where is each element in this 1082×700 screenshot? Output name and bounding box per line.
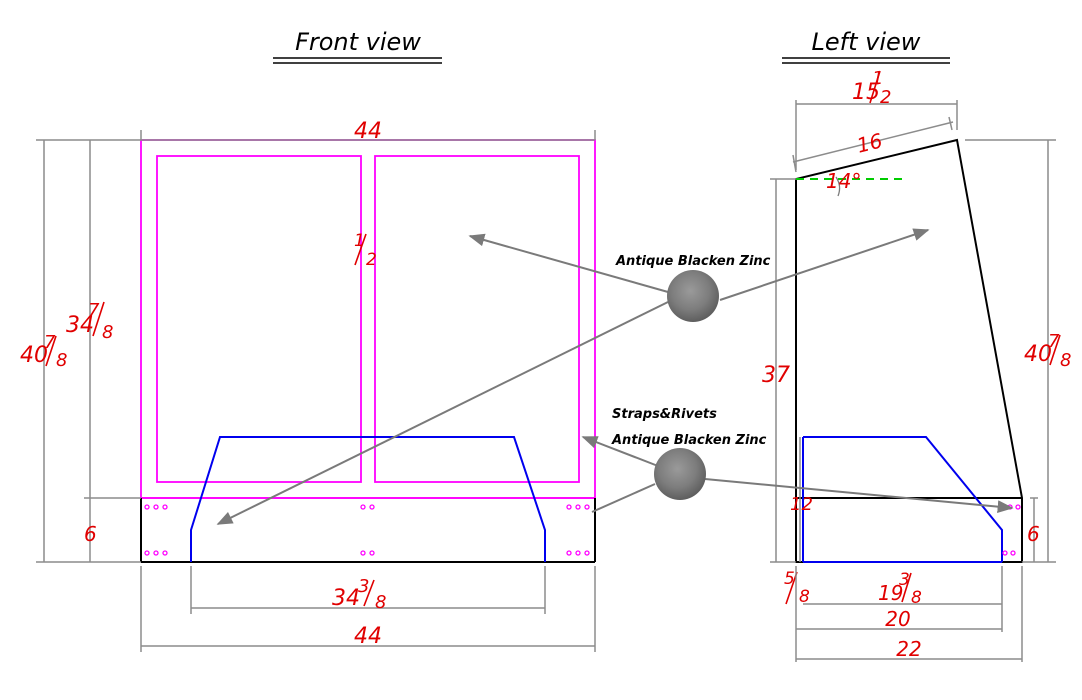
left-view-title: Left view <box>782 28 950 64</box>
svg-text:40: 40 <box>20 343 48 368</box>
left-base-height-label: 6 <box>1027 522 1040 546</box>
front-base-height-label: 6 <box>84 522 97 546</box>
svg-text:8: 8 <box>1060 350 1071 371</box>
svg-text:7: 7 <box>88 300 100 321</box>
front-view-title-text: Front view <box>295 28 421 56</box>
front-top-width-label: 44 <box>354 119 382 144</box>
svg-text:8: 8 <box>799 587 810 607</box>
front-strap-outline <box>190 436 546 562</box>
front-upper-height-label: 34 7 8 <box>66 300 113 343</box>
svg-text:5: 5 <box>784 569 795 589</box>
front-view: 44 34 3 8 44 40 7 8 34 7 <box>20 119 596 652</box>
antique-zinc-swatch-top <box>667 270 719 322</box>
svg-text:2: 2 <box>366 250 377 270</box>
finish-callouts: Antique Blacken Zinc Straps&Rivets Antiq… <box>216 228 1014 525</box>
left-depth-20-label: 20 <box>885 607 910 631</box>
svg-text:34: 34 <box>332 586 360 611</box>
front-bottom-width-label: 44 <box>354 624 382 649</box>
svg-text:8: 8 <box>102 322 113 343</box>
svg-text:34: 34 <box>66 313 94 338</box>
svg-text:7: 7 <box>1048 331 1060 352</box>
left-front-height-label: 37 <box>762 363 790 388</box>
front-left-door-frame <box>156 155 362 483</box>
left-view-title-text: Left view <box>812 28 921 56</box>
svg-text:7: 7 <box>44 332 56 353</box>
svg-text:8: 8 <box>911 588 922 608</box>
front-outer-frame <box>140 139 596 499</box>
svg-text:3: 3 <box>899 570 910 590</box>
left-depth-22-label: 22 <box>896 637 921 661</box>
left-back-height-label: 40 7 8 <box>1024 331 1071 371</box>
front-inner-width-label: 34 3 8 <box>332 576 386 613</box>
left-strap-outline <box>803 436 1003 562</box>
finish-note-top: Antique Blacken Zinc <box>615 254 771 269</box>
left-view: 15 1 2 16 14° 37 40 7 8 6 <box>762 68 1071 662</box>
svg-text:3: 3 <box>358 576 369 597</box>
svg-text:8: 8 <box>56 350 67 371</box>
svg-text:8: 8 <box>375 592 386 613</box>
left-inner-height-label: 12 <box>790 494 813 515</box>
left-slope-label: 16 <box>854 128 885 157</box>
straps-note-line1: Straps&Rivets <box>612 407 717 422</box>
front-total-height-label: 40 7 8 <box>20 332 67 371</box>
svg-text:1: 1 <box>354 231 365 251</box>
svg-text:40: 40 <box>1024 342 1052 367</box>
front-right-door-frame <box>374 155 580 483</box>
straps-note-line2: Antique Blacken Zinc <box>611 433 767 448</box>
antique-zinc-swatch-bottom <box>654 448 706 500</box>
left-inner-depth-label: 19 3 8 <box>878 570 922 608</box>
front-view-title: Front view <box>273 28 442 64</box>
svg-text:2: 2 <box>880 87 891 108</box>
svg-text:19: 19 <box>878 581 903 605</box>
left-top-width-label: 15 1 2 <box>852 68 891 108</box>
left-offset-label: 5 8 <box>784 569 810 607</box>
front-gap-label: 1 2 <box>354 231 377 270</box>
left-angle-label: 14° <box>826 169 861 193</box>
front-rivets <box>144 504 590 556</box>
